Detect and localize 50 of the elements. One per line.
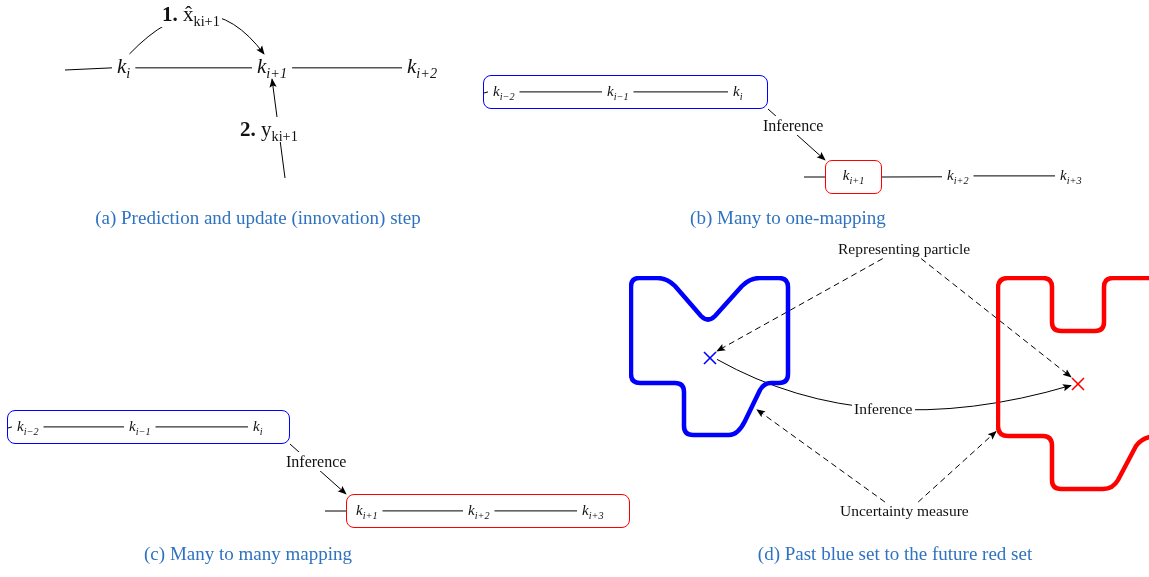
connector-line: [881, 176, 943, 178]
connector-line: [519, 91, 603, 93]
connector-line: [43, 426, 125, 428]
subfigure-caption: (b) Many to one-mapping: [690, 207, 886, 228]
connector-line: [134, 67, 253, 69]
subfigure-caption: (c) Many to many mapping: [144, 543, 352, 564]
state-box: k$_{i+1}$: [825, 160, 882, 194]
subfigure-caption: (a) Prediction and update (innovation) step: [95, 207, 421, 228]
dashed-arrow: [716, 258, 884, 352]
state-label: k$_{i−2}$: [488, 82, 520, 100]
group-box: [483, 75, 768, 109]
connector-line: [291, 67, 403, 69]
edge-label: 2. y$_{ki+1}$: [238, 117, 300, 143]
connector-line: [803, 176, 826, 178]
group-box: [346, 494, 630, 528]
state-label: k$_{i+1}$: [351, 501, 383, 519]
state-label: k$_{i−2}$: [12, 417, 44, 435]
state-label: k$_{i}$: [112, 54, 136, 80]
edge-label: Inference: [284, 452, 349, 472]
connector-line: [483, 91, 489, 94]
subfigure-caption: (d) Past blue set to the future red set: [757, 543, 1033, 564]
connector-line: [633, 91, 729, 93]
state-label: k$_{i+2}$: [402, 54, 443, 80]
group-box: [7, 410, 290, 444]
edge-label: Inference: [761, 116, 826, 136]
particle-cross-icon: [1071, 377, 1085, 391]
connector-line: [973, 175, 1056, 177]
state-label: k$_{i}$: [728, 82, 748, 100]
annotation-text: Uncertainty measure: [835, 502, 974, 521]
state-label: k$_{i}$: [248, 417, 268, 435]
state-label: k$_{i−1}$: [602, 82, 634, 100]
connector-line: [494, 510, 578, 512]
set-outline: [996, 276, 1149, 492]
set-outline: [629, 276, 791, 439]
state-label: k$_{i+2}$: [942, 166, 974, 184]
dashed-arrow: [756, 409, 886, 503]
connector-line: [7, 426, 13, 429]
connector-line: [324, 510, 347, 512]
connector-line: [64, 67, 113, 71]
particle-cross-icon: [703, 351, 717, 365]
state-label: k$_{i+3}$: [577, 501, 609, 519]
state-label: k$_{i+3}$: [1055, 166, 1087, 184]
connector-line: [382, 510, 464, 512]
connector-line: [155, 426, 249, 428]
state-label: k$_{i−1}$: [124, 417, 156, 435]
state-label: k$_{i+2}$: [463, 501, 495, 519]
dashed-arrow: [917, 430, 997, 503]
dashed-arrow: [920, 258, 1072, 378]
state-label: k$_{i+1}$: [252, 54, 293, 80]
annotation-text: Representing particle: [833, 240, 976, 259]
